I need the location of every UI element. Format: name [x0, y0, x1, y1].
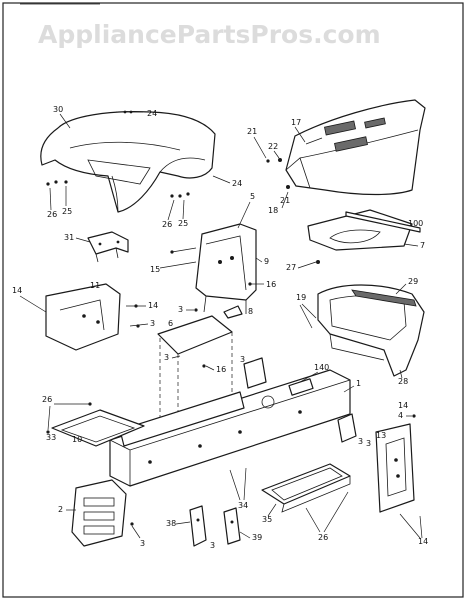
- callout-14b: 14: [148, 301, 158, 310]
- callout-140: 140: [314, 363, 329, 372]
- part-hood-pan: [307, 209, 421, 251]
- callout-11: 11: [90, 281, 100, 290]
- callout-14a: 14: [12, 286, 22, 295]
- callout-26a: 26: [47, 210, 57, 219]
- callout-8: 8: [248, 307, 253, 316]
- callout-16a: 16: [266, 280, 276, 289]
- callout-31: 31: [64, 233, 74, 242]
- callout-21a: 21: [247, 127, 257, 136]
- callout-9: 9: [264, 257, 269, 266]
- part-right-side-panel: [375, 423, 415, 513]
- callout-27: 27: [286, 263, 296, 272]
- part-hood: [285, 99, 426, 196]
- part-right-footrest: [261, 463, 351, 513]
- callout-35: 35: [262, 515, 272, 524]
- callout-14d: 14: [418, 537, 428, 546]
- watermark-text: AppliancePartsPros.com: [38, 20, 381, 49]
- part-rear-plate: [71, 479, 127, 547]
- part-main-frame: [109, 357, 357, 487]
- callout-24b: 24: [232, 179, 242, 188]
- callout-19: 19: [296, 293, 306, 302]
- callout-1: 1: [356, 379, 361, 388]
- callout-26b: 26: [162, 220, 172, 229]
- callout-100: 100: [408, 219, 423, 228]
- callout-13: 13: [376, 431, 386, 440]
- callout-39: 39: [252, 533, 262, 542]
- callout-10: 10: [72, 435, 82, 444]
- part-console: [195, 223, 257, 314]
- callout-30: 30: [53, 105, 63, 114]
- callout-22: 22: [268, 142, 278, 151]
- part-bracket-31: [87, 231, 129, 263]
- part-tray: [157, 315, 233, 440]
- callout-26d: 26: [318, 533, 328, 542]
- callout-25b: 25: [178, 219, 188, 228]
- callout-3c: 3: [164, 353, 169, 362]
- callout-2: 2: [58, 505, 63, 514]
- callout-5: 5: [250, 192, 255, 201]
- callout-28: 28: [398, 377, 408, 386]
- callout-3f: 3: [366, 439, 371, 448]
- callout-16b: 16: [216, 365, 226, 374]
- callout-34: 34: [238, 501, 248, 510]
- callout-24a: 24: [147, 109, 157, 118]
- part-left-footrest: [51, 409, 145, 447]
- callout-4: 4: [398, 411, 403, 420]
- callout-29: 29: [408, 277, 418, 286]
- part-seat-pan: [40, 111, 216, 213]
- part-brackets: [189, 505, 241, 547]
- callout-6: 6: [168, 319, 173, 328]
- callout-3b: 3: [178, 305, 183, 314]
- callout-15: 15: [150, 265, 160, 274]
- callout-3a: 3: [150, 319, 155, 328]
- callout-25a: 25: [62, 207, 72, 216]
- part-grille: [317, 284, 425, 377]
- callout-7: 7: [420, 241, 425, 250]
- callout-14c: 14: [398, 401, 408, 410]
- callout-17: 17: [291, 118, 301, 127]
- callout-3e: 3: [358, 437, 363, 446]
- callout-3d: 3: [240, 355, 245, 364]
- callout-38: 38: [166, 519, 176, 528]
- callout-26c: 26: [42, 395, 52, 404]
- callout-3g: 3: [140, 539, 145, 548]
- callout-3h: 3: [210, 541, 215, 550]
- callout-33: 33: [46, 433, 56, 442]
- callout-18: 18: [268, 206, 278, 215]
- part-left-side-panel: [45, 283, 121, 351]
